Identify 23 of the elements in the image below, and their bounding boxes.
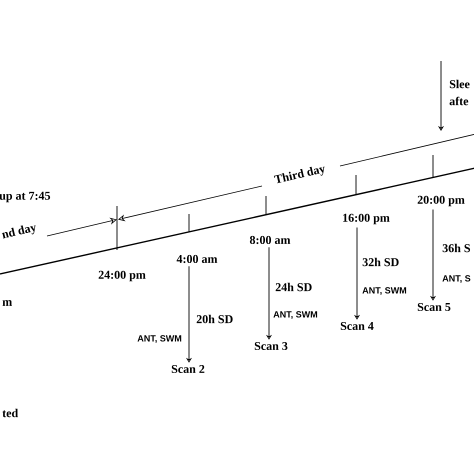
- annotation-text: afte: [450, 96, 468, 106]
- time-label: 8:00 am: [250, 236, 290, 244]
- annotation-text: ANT, SWM: [362, 287, 406, 295]
- annotation-text: ANT, SWM: [138, 335, 182, 343]
- annotation-text: ANT, S: [442, 275, 470, 283]
- scan-label: Scan 3: [254, 342, 288, 350]
- scan-label: Scan 4: [340, 322, 374, 330]
- scan-label: Scan 5: [418, 302, 450, 312]
- scan-label: Scan 2: [172, 364, 204, 374]
- time-label: 24:00 pm: [98, 270, 146, 282]
- annotation-text: nd day: [2, 225, 36, 238]
- annotation-text: 24h SD: [276, 282, 312, 292]
- annotation-text: m: [2, 300, 12, 306]
- time-label: 16:00 pm: [343, 214, 390, 224]
- annotation-text: Third day: [274, 166, 325, 184]
- time-label: 20:00 pm: [418, 196, 465, 206]
- annotation-text: ted: [2, 408, 18, 418]
- annotation-text: 20h SD: [196, 314, 233, 324]
- annotation-text: 36h S: [442, 244, 470, 252]
- annotation-text: ANT, SWM: [273, 311, 318, 319]
- time-label: 4:00 am: [176, 254, 218, 264]
- annotation-text: 32h SD: [362, 258, 399, 266]
- annotation-text: Slee: [450, 80, 470, 88]
